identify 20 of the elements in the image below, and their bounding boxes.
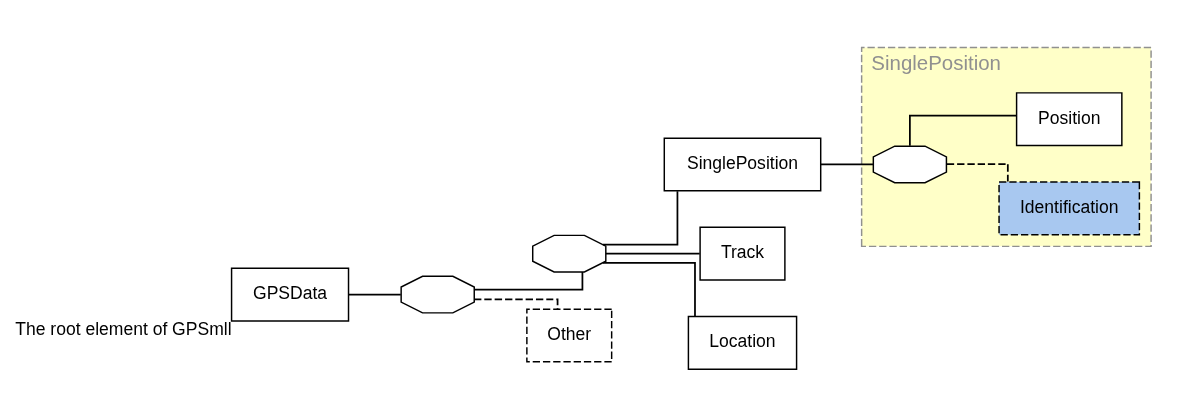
node-box: Track [699, 226, 786, 281]
node-label: The root element of GPSmll [15, 318, 232, 339]
connector [605, 252, 701, 255]
node-box: Other [526, 308, 613, 363]
node-box: GPSData [230, 267, 350, 322]
node-octagon [532, 234, 607, 273]
node-box: Identification [998, 181, 1141, 236]
node-box: Position [1015, 92, 1123, 147]
connector [946, 163, 1009, 183]
connector [473, 298, 559, 310]
connector [602, 190, 679, 246]
connector [819, 163, 874, 166]
node-box: SinglePosition [663, 137, 822, 192]
connector [602, 261, 696, 318]
connector [347, 293, 402, 296]
node-box: Location [687, 315, 798, 370]
node-octagon [872, 145, 948, 184]
connector [909, 114, 1018, 147]
connector [473, 271, 584, 291]
node-octagon [400, 275, 475, 314]
